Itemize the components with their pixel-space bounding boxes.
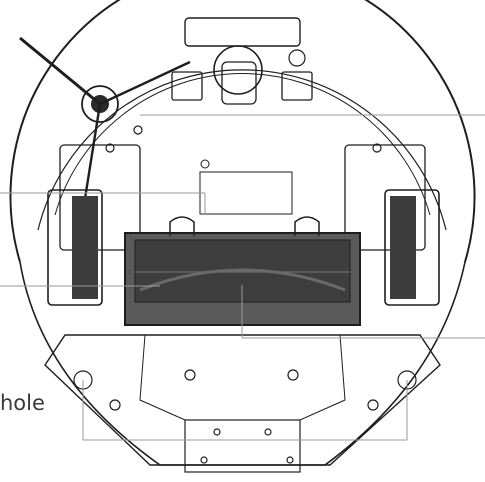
cliff-sensor-right (281, 71, 313, 101)
caster-housing (221, 61, 257, 105)
battery-cover (44, 334, 441, 466)
bottom-tab (184, 419, 301, 473)
right-drive-wheel (384, 189, 440, 306)
cliff-sensor-left (171, 71, 203, 101)
left-drive-wheel (47, 189, 103, 306)
leader-lines (0, 114, 485, 441)
brush-latch-left (169, 216, 195, 236)
sensor-dot (288, 49, 306, 67)
brush-latch-right (294, 216, 320, 236)
caster-wheel (213, 45, 263, 95)
bumper-inner-arc (37, 69, 447, 231)
side-brush (19, 36, 191, 231)
callout-label: hole (0, 391, 45, 415)
left-wheel-well (59, 144, 141, 251)
battery-cover-inner (139, 334, 346, 421)
sensor-window (199, 171, 293, 215)
robot-body-outline (9, 0, 476, 263)
front-bracket (184, 17, 301, 47)
screw-hole-top-center (200, 159, 210, 169)
bumper-inner-arc-2 (54, 73, 431, 216)
